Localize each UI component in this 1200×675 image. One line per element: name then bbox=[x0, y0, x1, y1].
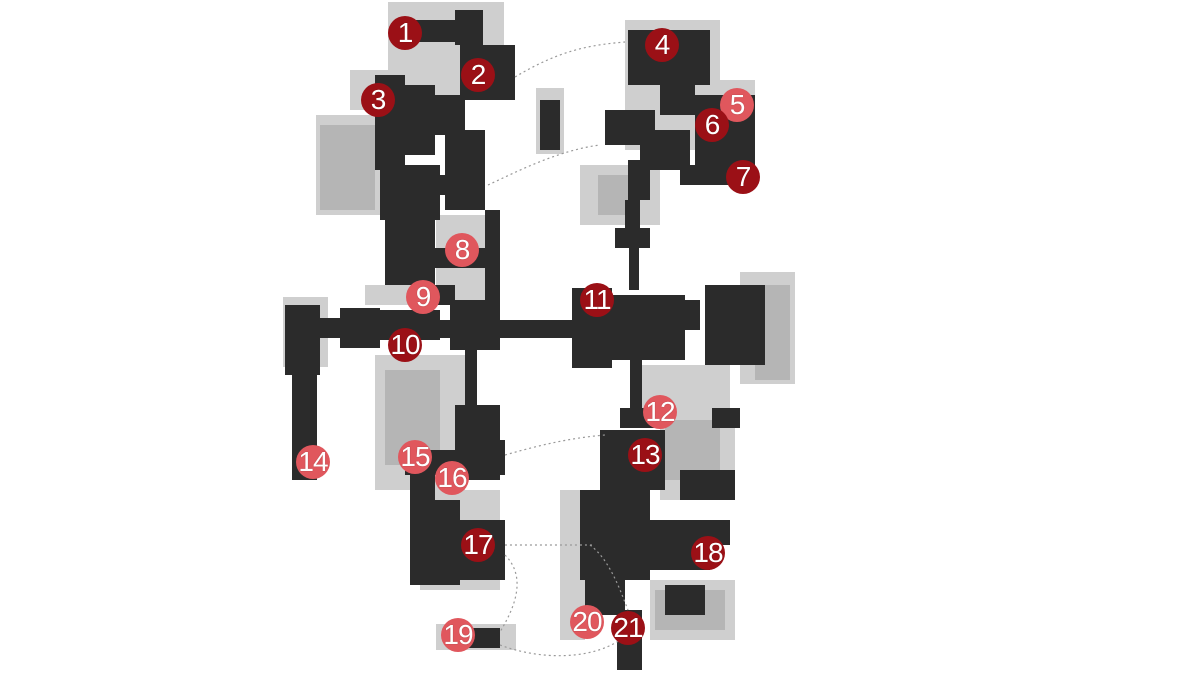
marker-label: 18 bbox=[693, 537, 723, 568]
map-marker-14[interactable]: 14 bbox=[296, 445, 330, 479]
map-marker-17[interactable]: 17 bbox=[461, 528, 495, 562]
marker-label: 6 bbox=[704, 109, 721, 140]
marker-label: 13 bbox=[630, 439, 660, 470]
marker-label: 9 bbox=[415, 281, 432, 312]
marker-label: 12 bbox=[645, 396, 675, 427]
marker-label: 7 bbox=[735, 161, 752, 192]
map-marker-7[interactable]: 7 bbox=[726, 160, 760, 194]
marker-label: 5 bbox=[729, 89, 746, 120]
marker-label: 3 bbox=[370, 84, 387, 115]
map-marker-11[interactable]: 11 bbox=[580, 283, 614, 317]
marker-label: 21 bbox=[613, 612, 643, 643]
map-marker-6[interactable]: 6 bbox=[695, 108, 729, 142]
marker-label: 1 bbox=[397, 17, 414, 48]
map-marker-15[interactable]: 15 bbox=[398, 440, 432, 474]
marker-label: 15 bbox=[400, 441, 430, 472]
map-marker-19[interactable]: 19 bbox=[441, 618, 475, 652]
map-marker-21[interactable]: 21 bbox=[611, 611, 645, 645]
marker-label: 2 bbox=[470, 59, 487, 90]
map-marker-18[interactable]: 18 bbox=[691, 536, 725, 570]
map-marker-2[interactable]: 2 bbox=[461, 58, 495, 92]
marker-label: 20 bbox=[572, 606, 602, 637]
map-marker-16[interactable]: 16 bbox=[435, 461, 469, 495]
map-marker-1[interactable]: 1 bbox=[388, 16, 422, 50]
marker-label: 14 bbox=[298, 446, 328, 477]
marker-label: 17 bbox=[463, 529, 493, 560]
marker-label: 11 bbox=[583, 284, 611, 315]
map-marker-3[interactable]: 3 bbox=[361, 83, 395, 117]
map-marker-12[interactable]: 12 bbox=[643, 395, 677, 429]
map-marker-13[interactable]: 13 bbox=[628, 438, 662, 472]
connector-paths bbox=[487, 41, 629, 657]
map-marker-9[interactable]: 9 bbox=[406, 280, 440, 314]
marker-label: 19 bbox=[443, 619, 473, 650]
map-marker-10[interactable]: 10 bbox=[388, 328, 422, 362]
map-marker-4[interactable]: 4 bbox=[645, 28, 679, 62]
marker-label: 4 bbox=[654, 29, 671, 60]
marker-label: 10 bbox=[390, 329, 420, 360]
marker-label: 16 bbox=[437, 462, 467, 493]
marker-label: 8 bbox=[454, 234, 471, 265]
map-marker-20[interactable]: 20 bbox=[570, 605, 604, 639]
map-marker-8[interactable]: 8 bbox=[445, 233, 479, 267]
